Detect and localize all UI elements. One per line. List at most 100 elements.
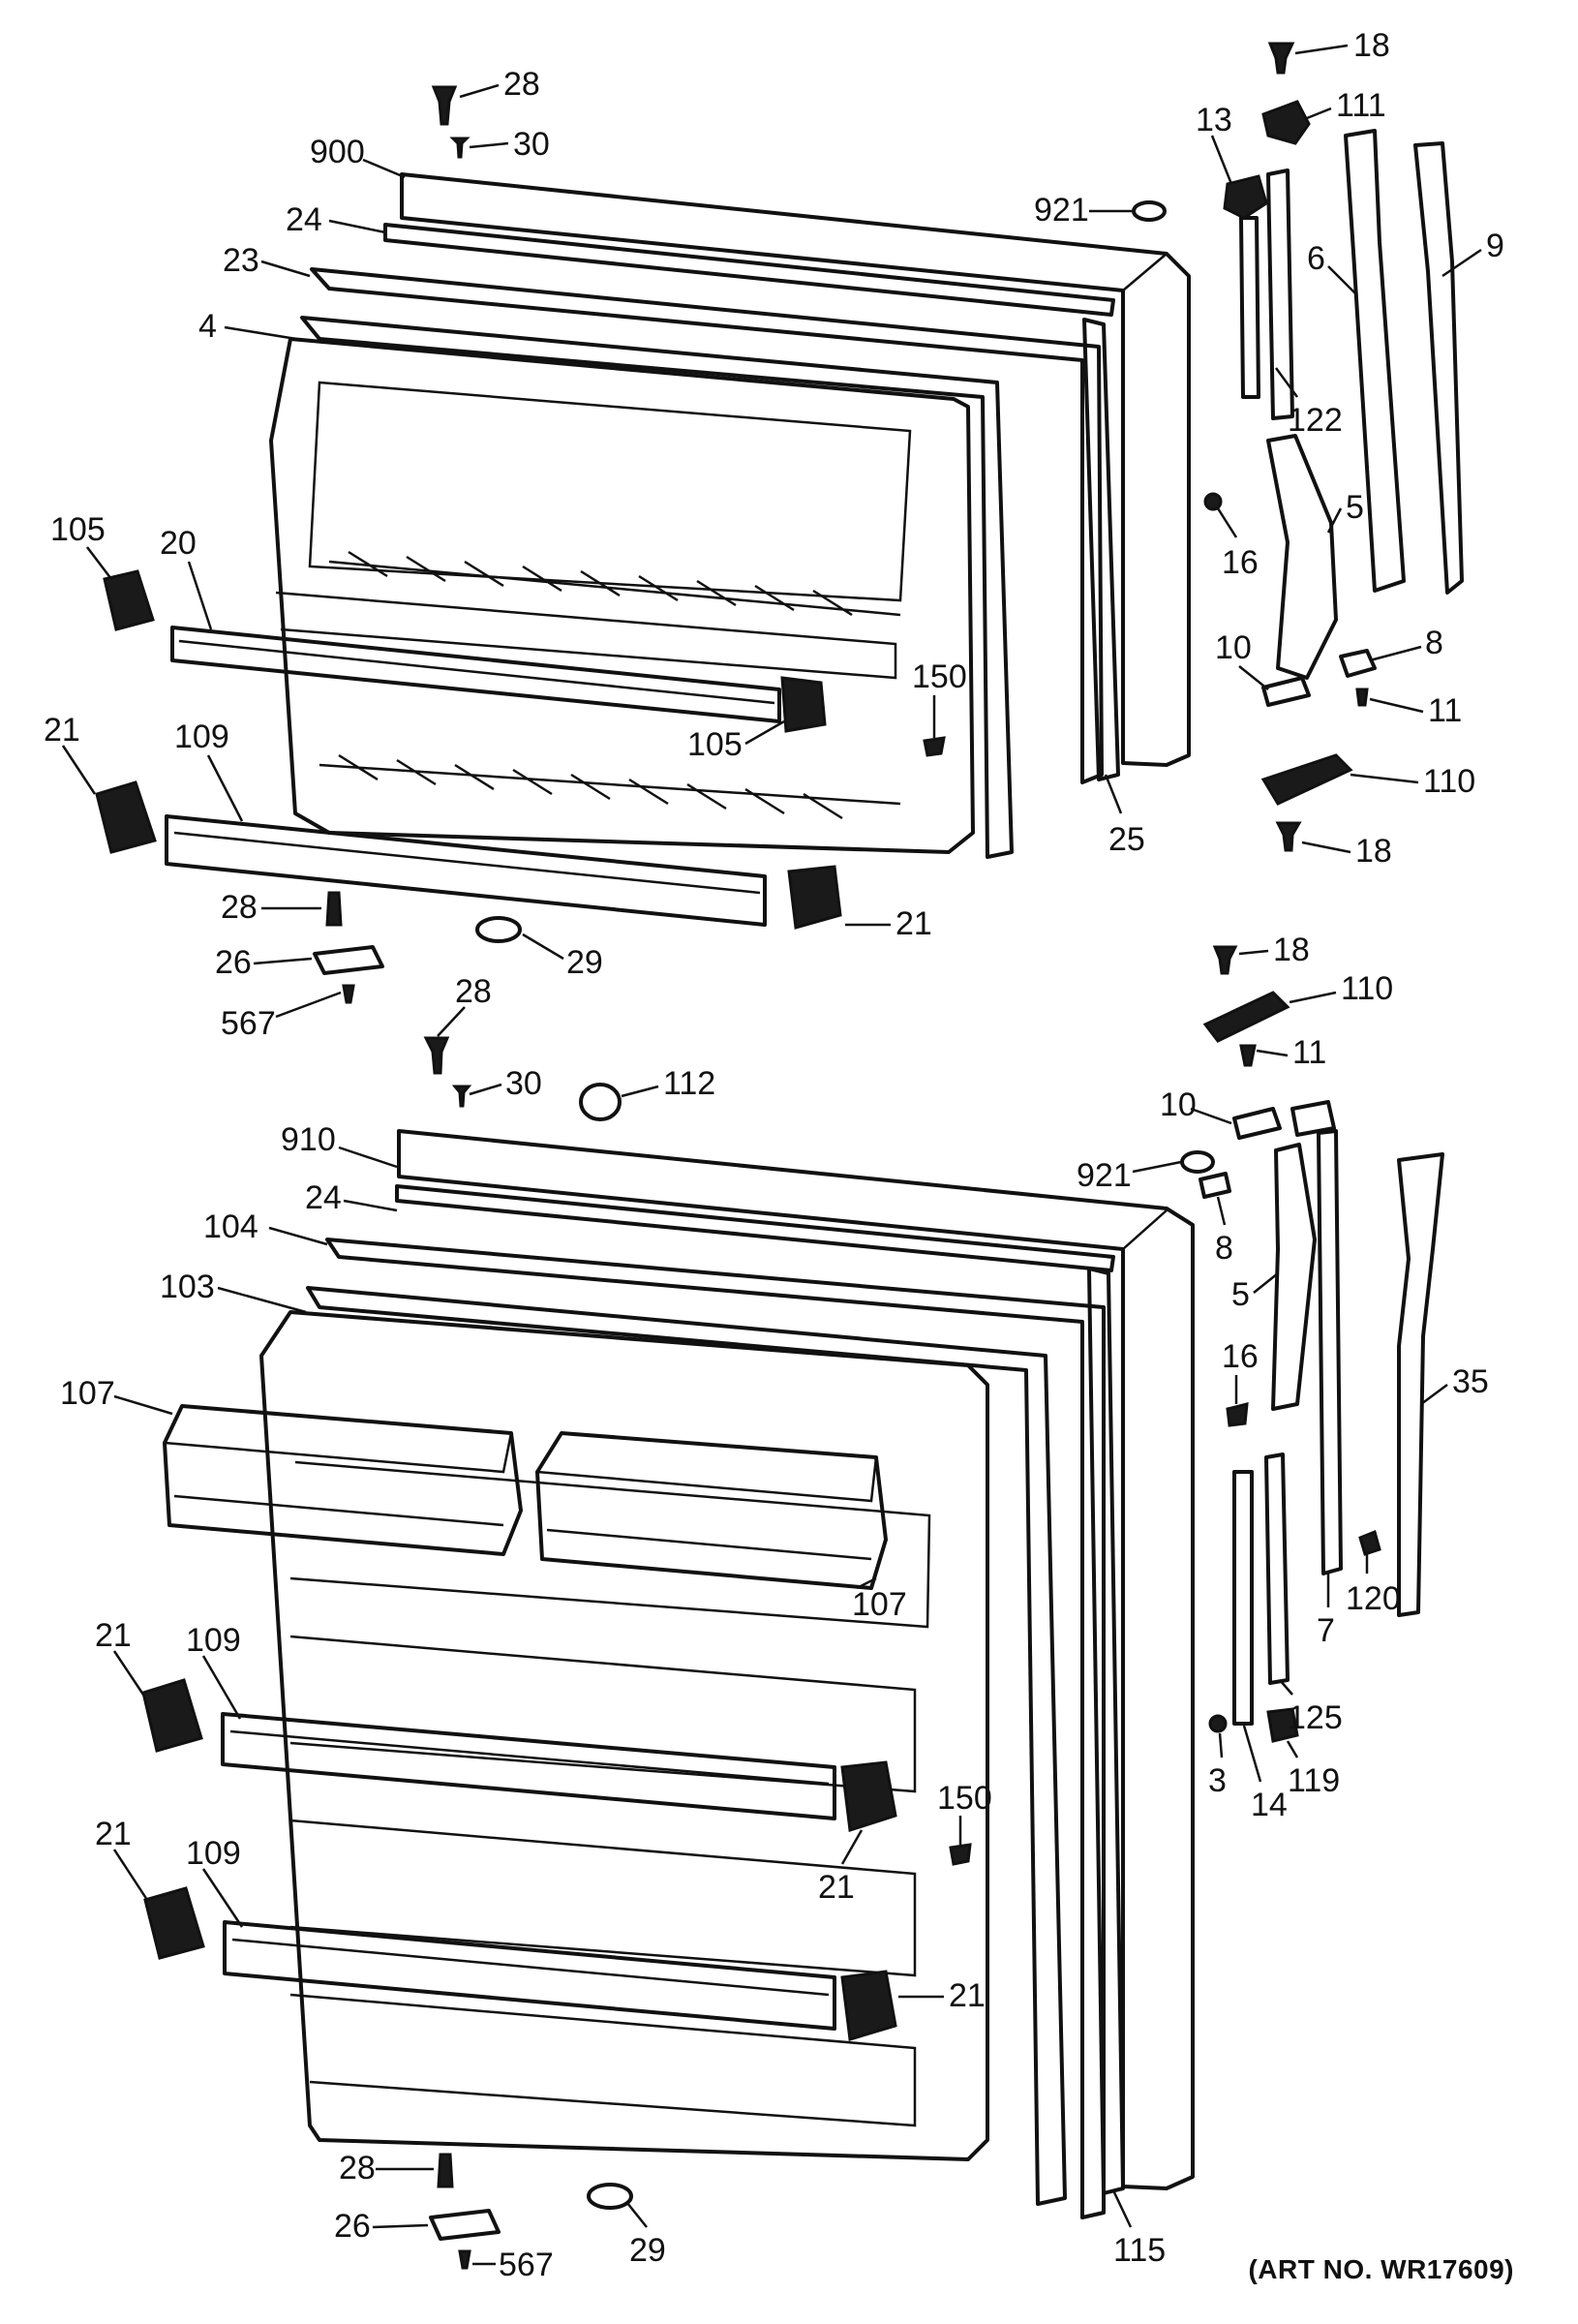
callout-28a: 28 (503, 66, 540, 103)
dairy-bin-107-right (535, 1431, 888, 1590)
callout-6: 6 (1307, 240, 1325, 277)
hinge-7-bar (1317, 1129, 1343, 1575)
fresh-food-screw-28-top (423, 1036, 450, 1075)
freezer-end-cap-21-right (787, 865, 842, 930)
screw-18-top (1267, 42, 1295, 75)
leader-109a (206, 754, 244, 822)
leader-lines (61, 44, 1482, 2266)
freezer-shelf-bar-20-groove (178, 639, 775, 705)
hinge-plate-10-upper (1261, 676, 1311, 707)
screw-18-lower (1212, 945, 1238, 975)
callout-35: 35 (1452, 1363, 1489, 1400)
fresh-food-screw-567 (458, 2249, 471, 2270)
hinge-bar-122 (1266, 168, 1294, 420)
leader-103 (217, 1286, 307, 1314)
freezer-hinge-parts (1203, 42, 1464, 852)
fresh-food-screw-150 (949, 1843, 972, 1866)
fresh-food-pin-28 (437, 2153, 454, 2188)
fresh-food-plug-921 (1180, 1150, 1215, 1174)
callout-21b: 21 (895, 905, 932, 942)
freezer-screw-567 (342, 984, 355, 1004)
callout-21c: 21 (95, 1617, 132, 1654)
callout-20: 20 (160, 525, 197, 562)
fresh-food-seal-strip-115 (1087, 1267, 1125, 2195)
screw-16-upper (1203, 492, 1223, 511)
callout-11a: 11 (1428, 692, 1462, 729)
hinge-plate-10-lower (1232, 1107, 1282, 1140)
callout-28b: 28 (221, 889, 258, 926)
freezer-shelf-bar-109 (165, 814, 767, 927)
hinge-bar-125 (1264, 1452, 1290, 1685)
leader-5a (1326, 507, 1343, 534)
callout-24b: 24 (305, 1179, 342, 1216)
callout-103: 103 (160, 1269, 215, 1305)
fresh-food-liner-shelf-3 (289, 1819, 917, 1977)
leader-115 (1111, 2189, 1133, 2228)
dairy-bin-107-left-lid (164, 1432, 513, 1474)
fresh-food-hinge-parts (1199, 945, 1444, 1743)
freezer-plug-921 (1132, 200, 1167, 222)
leader-567a (275, 991, 342, 1019)
leader-10b (1190, 1107, 1232, 1125)
freezer-inner-liner (269, 337, 975, 854)
callout-21a: 21 (44, 712, 80, 749)
leader-125 (1279, 1679, 1293, 1696)
fresh-food-end-cap-21-lower-right (840, 1970, 897, 2041)
callout-14: 14 (1251, 1787, 1288, 1823)
fresh-food-end-cap-21-upper-right (840, 1760, 897, 1832)
callout-110a: 110 (1423, 763, 1475, 800)
fresh-food-inner-liner (259, 1310, 989, 2161)
dairy-bin-107-left (163, 1404, 523, 1556)
shaft-13-rod (1239, 216, 1260, 399)
fresh-food-shelf-bar-109-lower-groove (231, 1938, 830, 1997)
screw-120 (1358, 1529, 1381, 1556)
callout-105a: 105 (50, 511, 106, 548)
bushing-119 (1266, 1707, 1299, 1743)
callout-122: 122 (1288, 402, 1343, 439)
freezer-liner-ribs-bottom (319, 753, 901, 820)
leader-21c (112, 1650, 145, 1696)
leader-110a (1350, 773, 1419, 784)
screw-11-upper (1355, 688, 1369, 707)
leader-28a (459, 83, 500, 99)
callout-11b: 11 (1292, 1034, 1326, 1071)
leader-18c (1238, 949, 1269, 956)
freezer-liner-ribs-top (328, 550, 901, 617)
fresh-food-liner-shelf-1 (289, 1460, 931, 1629)
fresh-food-hinge-plate-26 (429, 2209, 501, 2241)
freezer-gasket-24 (383, 223, 1115, 317)
fresh-food-outer-door-front-edge (397, 1138, 1168, 1250)
dairy-bin-107-right-lid (536, 1456, 878, 1503)
callout-109a: 109 (174, 719, 229, 755)
freezer-gasket-23 (310, 267, 1104, 784)
callout-25: 25 (1108, 821, 1145, 858)
callout-921b: 921 (1077, 1157, 1132, 1194)
freezer-liner-divider (275, 591, 897, 680)
leader-30b (469, 1083, 502, 1096)
callout-5a: 5 (1346, 489, 1364, 526)
callout-107a: 107 (60, 1375, 115, 1412)
art-number-label: (ART NO. WR17609) (1248, 2254, 1514, 2284)
leader-29a (522, 933, 564, 961)
fresh-food-shelf-bar-109-lower (223, 1920, 836, 2031)
fresh-food-end-cap-21-upper-left (141, 1678, 203, 1753)
callout-125: 125 (1288, 1699, 1343, 1736)
fresh-food-liner-frame-103 (306, 1286, 1067, 2206)
fresh-food-screw-30-top (451, 1085, 472, 1108)
leader-24b (343, 1199, 398, 1212)
leader-6 (1327, 265, 1358, 296)
leader-16a (1216, 507, 1238, 538)
callout-26b: 26 (334, 2208, 371, 2245)
callout-24a: 24 (286, 201, 322, 238)
leader-112 (621, 1085, 659, 1098)
callout-9: 9 (1486, 228, 1504, 264)
hinge-cap-111 (1261, 100, 1311, 145)
callout-30b: 30 (505, 1065, 542, 1102)
fresh-food-liner-shelf-4 (289, 1993, 917, 2127)
leader-29b (626, 2202, 648, 2228)
callout-16a: 16 (1222, 544, 1259, 581)
nut-3 (1208, 1714, 1228, 1733)
leader-21a (61, 745, 97, 795)
leader-4 (224, 325, 297, 341)
